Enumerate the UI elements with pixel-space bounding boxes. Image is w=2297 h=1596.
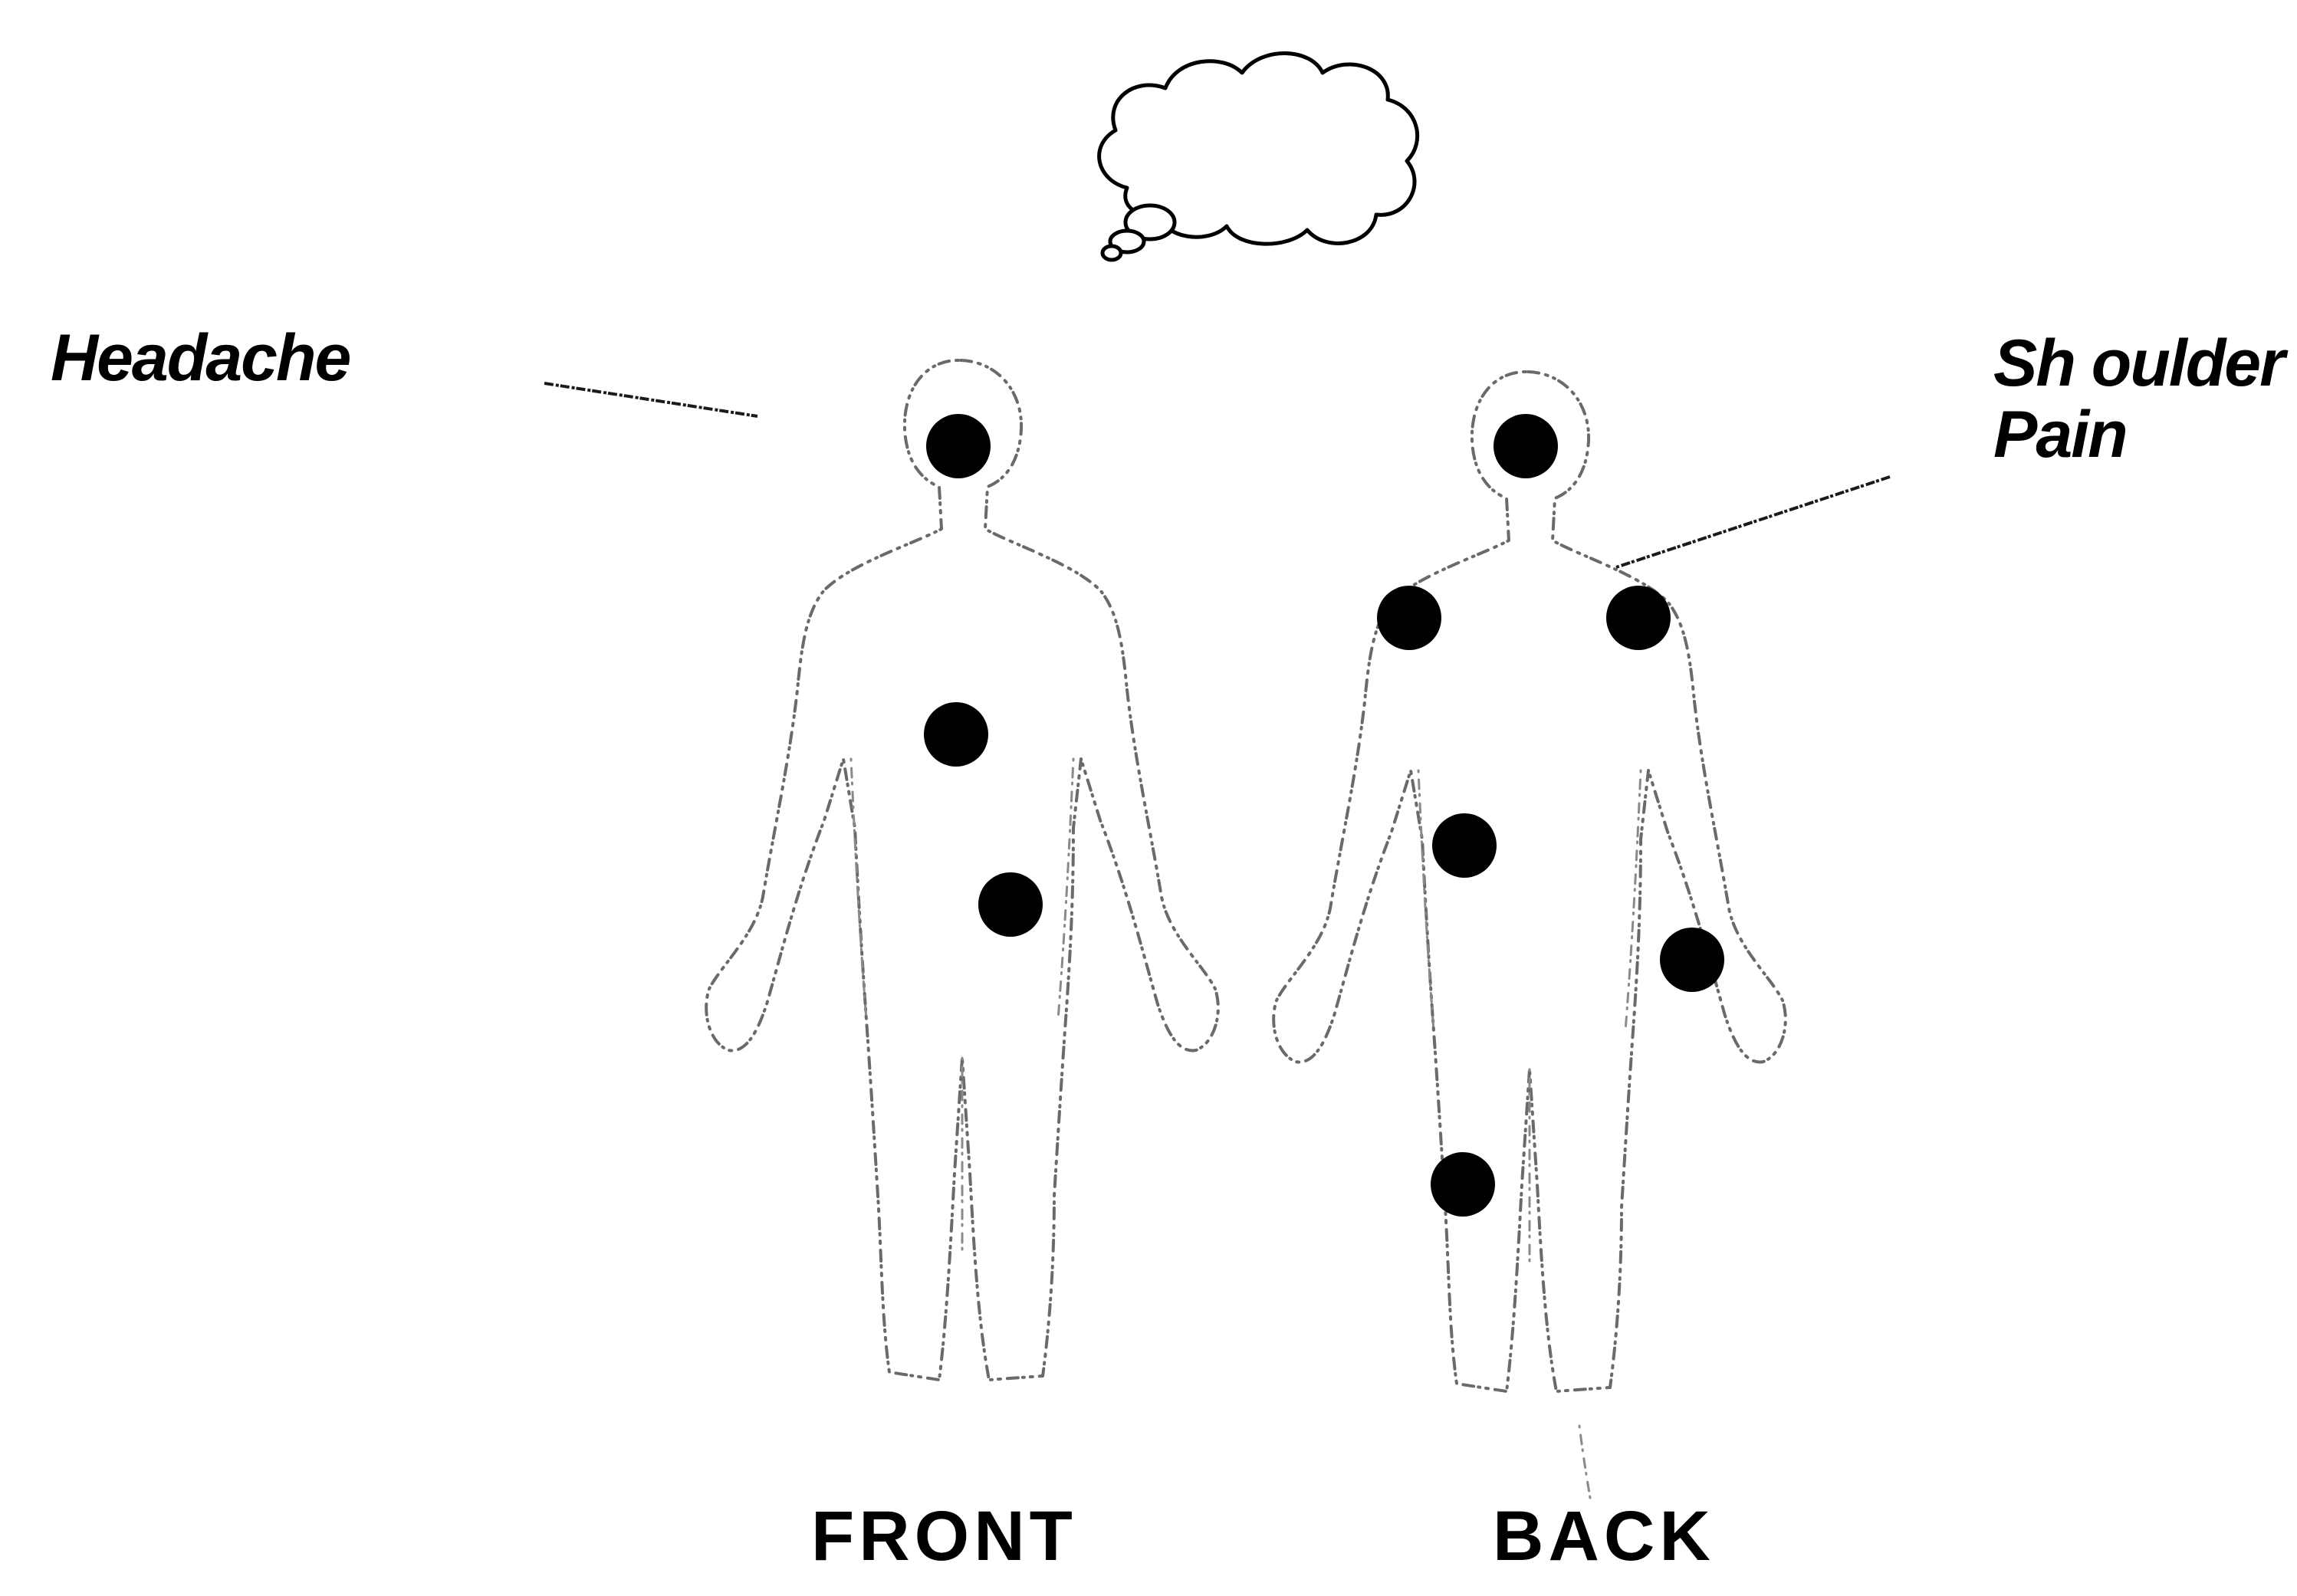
- pain-dot-back-right-shoulder: [1606, 586, 1671, 650]
- shoulder-pain-label: Sh oulder Pain: [1993, 328, 2284, 471]
- thought-cloud-icon: [1099, 53, 1418, 260]
- pain-dot-front-upper-abdomen: [924, 702, 988, 767]
- pain-dot-front-lower-abdomen: [978, 872, 1043, 937]
- front-pain-points: [924, 414, 1043, 937]
- shoulder-pain-leader-line: [1616, 477, 1890, 567]
- front-figure-outline: [706, 360, 1218, 1380]
- pain-dot-back-right-wrist: [1660, 928, 1724, 992]
- back-pain-points: [1377, 414, 1724, 1217]
- shoulder-pain-label-line1: Sh oulder: [1993, 328, 2284, 399]
- pain-dot-back-head: [1494, 414, 1558, 478]
- headache-label: Headache: [51, 325, 350, 391]
- shoulder-pain-label-line2: Pain: [1993, 399, 2284, 471]
- front-view-label: FRONT: [811, 1501, 1077, 1571]
- pain-dot-front-head: [926, 414, 991, 478]
- pain-dot-back-left-calf: [1431, 1152, 1495, 1217]
- pain-dot-back-left-shoulder: [1377, 586, 1441, 650]
- back-view-label: BACK: [1493, 1501, 1715, 1571]
- headache-leader-line: [544, 383, 757, 416]
- pain-dot-back-lower-back: [1432, 813, 1497, 878]
